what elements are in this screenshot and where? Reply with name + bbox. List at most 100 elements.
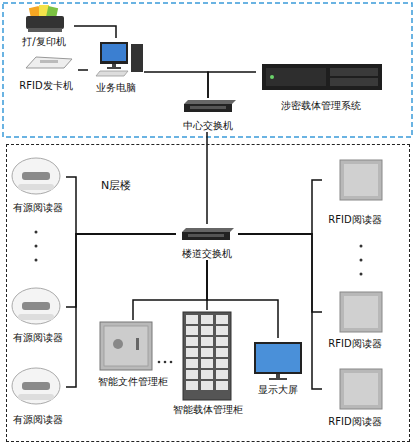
switch-ports [188, 234, 224, 237]
printer-node: 打/复印机 [14, 4, 74, 48]
zone-title: N层楼 [101, 179, 131, 192]
file-cabinet-icon [100, 322, 152, 370]
ellipsis-dot [164, 361, 167, 364]
device-label: 涉密载体管理系统 [281, 100, 361, 112]
cabinet-body [183, 312, 231, 400]
reader-base [18, 314, 54, 320]
keyboard [96, 71, 128, 76]
network-link [66, 234, 176, 387]
reader-face [344, 164, 378, 196]
status-led [270, 75, 274, 79]
reader-base [18, 394, 54, 400]
switch-front [182, 232, 230, 240]
reader-dome [12, 368, 60, 404]
cabinet-cell [216, 359, 228, 368]
network-link [144, 72, 208, 98]
printer-tray [28, 28, 62, 32]
rfid-reader-node: RFID阅读器 [322, 290, 388, 350]
display-base [269, 378, 287, 380]
ellipsis-dot [158, 361, 161, 364]
rfid-reader-node: RFID阅读器 [322, 156, 388, 226]
network-link [66, 234, 176, 307]
drive-bay [330, 68, 378, 76]
server-node: 涉密载体管理系统 [256, 62, 386, 112]
switch-top [182, 228, 234, 232]
group-frame [3, 3, 412, 137]
ellipsis-dot [35, 259, 38, 262]
vertical-ellipsis [35, 231, 38, 262]
printer-icon [26, 5, 64, 32]
ellipsis-dot [360, 273, 363, 276]
device-label: 显示大屏 [258, 384, 298, 396]
cabinet-cell [186, 359, 198, 368]
device-label: RFID阅读器 [328, 338, 381, 350]
switch-icon [184, 100, 236, 112]
device-label: 智能载体管理柜 [173, 404, 243, 416]
display-screen [256, 344, 300, 372]
storage-cabinet-icon [183, 312, 231, 400]
computer-tower [131, 44, 143, 72]
cabinet-cell [186, 326, 198, 335]
reader-base [18, 184, 54, 190]
switch-icon [182, 228, 234, 240]
network-link [206, 132, 208, 224]
reader-dome [12, 288, 60, 324]
safe-dial [113, 339, 123, 349]
switch-ports [190, 106, 226, 109]
ellipsis-dot [35, 245, 38, 248]
ellipsis-dot [170, 361, 173, 364]
printer-body [26, 16, 64, 29]
monitor-frame [100, 42, 128, 64]
cabinet-body [100, 322, 152, 370]
card-issuer-node: RFID发卡机 [14, 52, 78, 92]
device-label: RFID阅读器 [328, 214, 381, 226]
cabinet-cell [201, 381, 213, 390]
cabinet-cell [201, 348, 213, 357]
cabinet-cell [216, 348, 228, 357]
cabinet-cell [201, 370, 213, 379]
network-link [133, 260, 207, 320]
computer-node: 业务电脑 [88, 38, 144, 94]
cabinet-cell [201, 315, 213, 324]
network-link [238, 180, 322, 234]
card-issuer-body [26, 57, 72, 68]
device-label: 智能文件管理柜 [98, 376, 168, 388]
cabinet-cell [201, 337, 213, 346]
cabinet-door [104, 326, 148, 366]
ellipsis-dot [360, 245, 363, 248]
network-link [207, 260, 278, 338]
device-label: 有源阅读器 [13, 332, 63, 344]
cabinet-cell [216, 315, 228, 324]
server-chassis [262, 64, 382, 90]
floor-zone: N层楼楼道交换机有源阅读器RFID阅读器有源阅读器RFID阅读器智能文件管理柜智… [6, 144, 410, 442]
cabinet-cell [186, 381, 198, 390]
storage-cabinet-node: 智能载体管理柜 [170, 310, 246, 416]
active-reader-node: 有源阅读器 [10, 366, 66, 426]
cabinet-cell [186, 370, 198, 379]
active-reader-icon [12, 288, 60, 324]
server-panel [266, 68, 326, 86]
cabinet-cell [186, 337, 198, 346]
card-slot [40, 60, 58, 63]
active-reader-icon [12, 368, 60, 404]
reader-face [344, 296, 378, 328]
horizontal-ellipsis [158, 361, 173, 364]
reader-vent [22, 172, 50, 180]
cabinet-cell [216, 337, 228, 346]
computer-icon [96, 42, 143, 76]
reader-face [344, 373, 378, 405]
active-reader-node: 有源阅读器 [10, 156, 66, 214]
device-label: RFID阅读器 [328, 416, 381, 428]
display-stand [276, 374, 280, 378]
cabinet-cell [201, 326, 213, 335]
reader-panel [340, 292, 382, 332]
rfid-reader-icon [340, 160, 382, 200]
cabinet-cell [186, 348, 198, 357]
reader-vent [22, 382, 50, 390]
cabinet-handle [136, 338, 139, 350]
switch-front [184, 104, 232, 112]
display-icon [254, 342, 302, 380]
device-label: 有源阅读器 [13, 202, 63, 214]
reader-panel [340, 160, 382, 200]
